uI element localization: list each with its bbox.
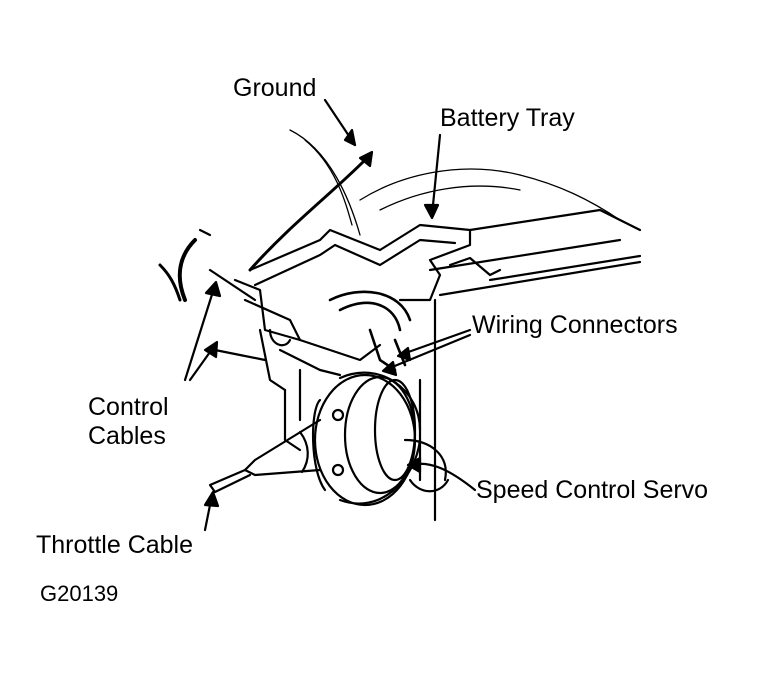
label-throttle-cable: Throttle Cable (36, 531, 194, 559)
speed-control-servo-body (312, 371, 422, 507)
label-wiring-connectors: Wiring Connectors (472, 311, 678, 339)
label-battery-tray: Battery Tray (440, 104, 575, 132)
control-cables (158, 228, 267, 362)
servo-bracket (233, 278, 382, 452)
leader-arrows (183, 98, 477, 532)
label-control-cables-line2: Cables (88, 422, 166, 450)
throttle-cable-cone (208, 418, 322, 494)
label-ground: Ground (233, 74, 317, 102)
label-speed-control-servo: Speed Control Servo (476, 476, 709, 504)
ground-wire (248, 150, 374, 272)
battery-tray (248, 208, 642, 302)
fender-outline (289, 129, 621, 236)
figure-id: G20139 (40, 581, 119, 606)
label-control-cables-line1: Control (88, 393, 169, 421)
wiring-bundle (328, 290, 412, 372)
